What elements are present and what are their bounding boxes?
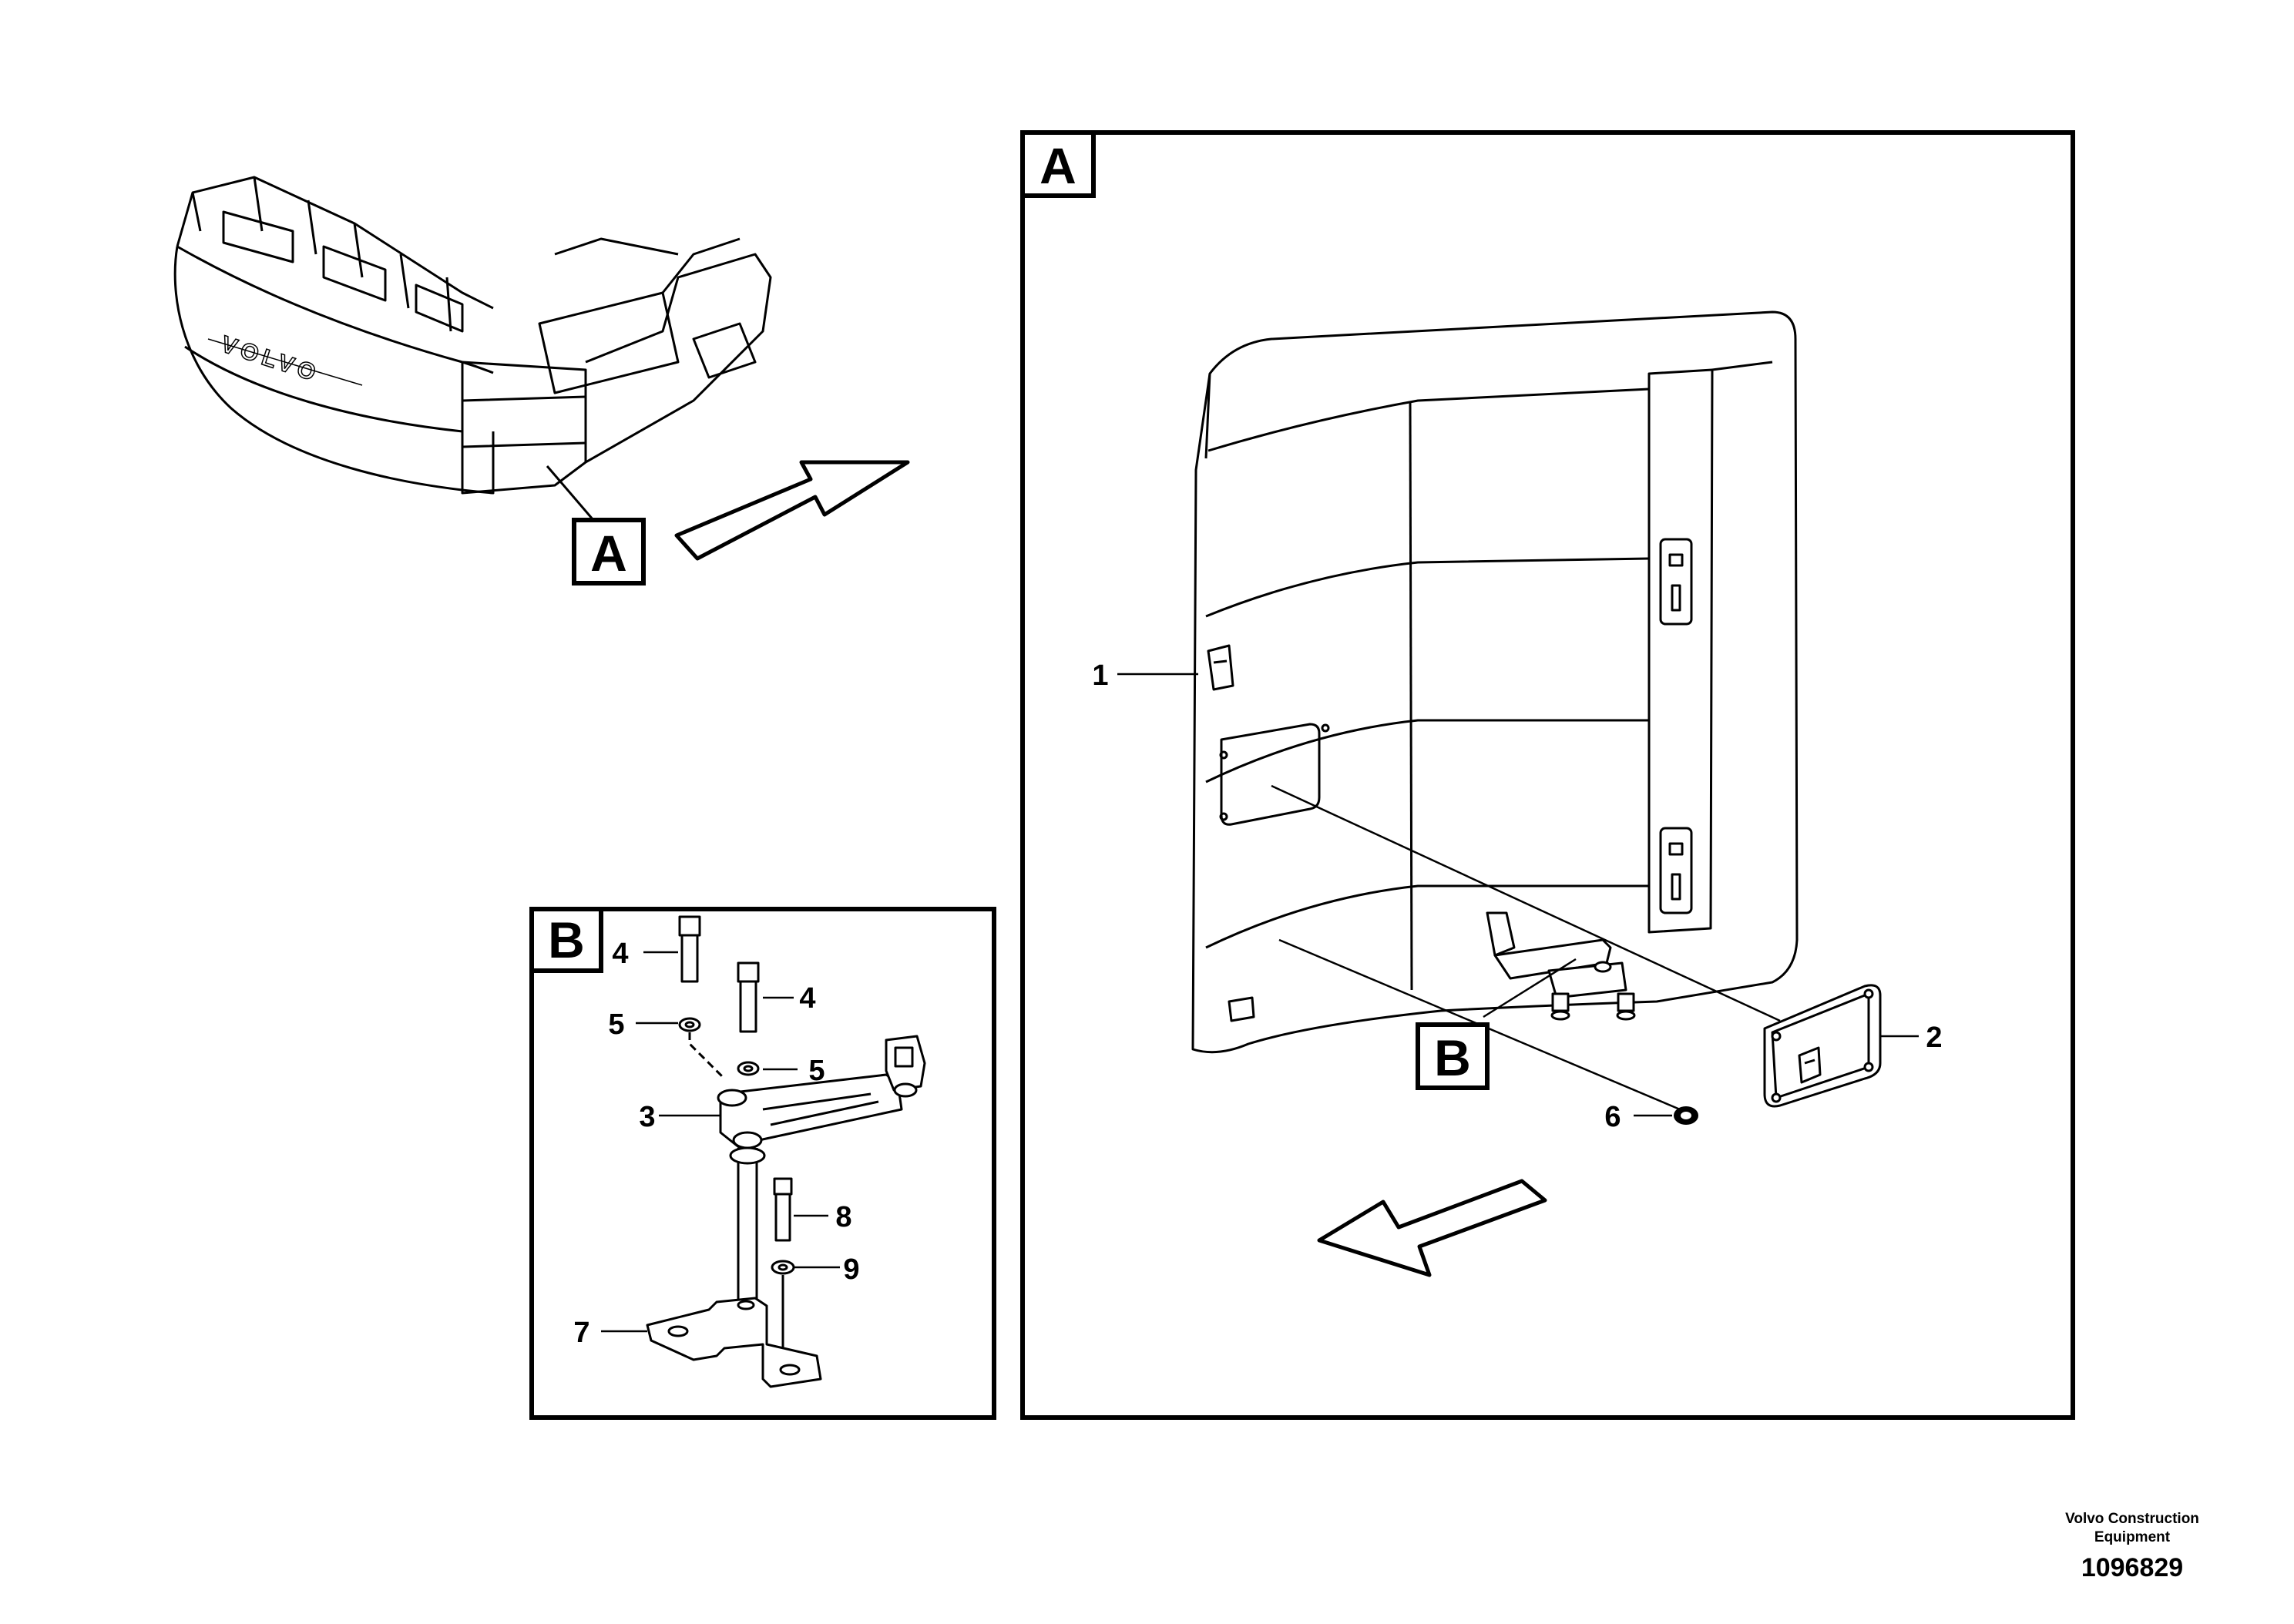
bolt-4-right [737, 961, 760, 1033]
callout-4-right: 4 [799, 982, 815, 1015]
sensor-head [885, 1035, 926, 1098]
detail-b-frame: B [529, 907, 996, 1420]
bolt-4-left [678, 915, 701, 983]
overview-brand-lettering: VOLVO [218, 331, 323, 387]
washer-5-left [678, 1017, 701, 1032]
callout-1: 1 [1092, 659, 1108, 692]
detail-b-illustration [646, 915, 926, 1388]
door-panel-1 [1191, 310, 1799, 1054]
callout-4-left: 4 [612, 938, 628, 970]
washer-9 [771, 1260, 795, 1275]
detail-a-direction-arrow [1317, 1179, 1547, 1277]
bracket-7 [646, 1297, 822, 1388]
overview-ref-label: A [590, 525, 627, 582]
company-name: Volvo Construction Equipment [2065, 1511, 2199, 1545]
bolt-8 [773, 1177, 793, 1242]
detail-a-label: A [1040, 137, 1076, 194]
callout-2: 2 [1926, 1022, 1942, 1054]
sensor-assembly-b [1486, 911, 1636, 1021]
callout-6: 6 [1604, 1101, 1621, 1133]
callout-5-right: 5 [808, 1055, 825, 1087]
detail-b-label: B [548, 911, 585, 968]
callout-9: 9 [843, 1253, 859, 1286]
callout-7: 7 [573, 1317, 589, 1349]
callout-5-left: 5 [608, 1008, 624, 1041]
callout-8: 8 [835, 1201, 851, 1233]
overview-machine-illustration [173, 176, 772, 495]
washer-5-right [737, 1061, 760, 1076]
overview-leader-a [546, 465, 595, 521]
overview-ref-box: A [572, 518, 646, 586]
switch-cover-2 [1763, 984, 1882, 1108]
overview-direction-arrow [674, 460, 910, 561]
detail-b-leaders [601, 951, 840, 1333]
detail-a-ref-box: B [1416, 1022, 1490, 1090]
detail-a-frame: A [1020, 130, 2075, 1420]
lever-arm-3 [717, 1073, 903, 1149]
grommet-6 [1674, 1106, 1698, 1125]
drawing-number: 1096829 [2081, 1553, 2184, 1582]
callout-3: 3 [639, 1101, 655, 1133]
footer: Volvo Construction Equipment 1096829 [2017, 1510, 2248, 1583]
detail-a-ref-label: B [1434, 1029, 1471, 1086]
